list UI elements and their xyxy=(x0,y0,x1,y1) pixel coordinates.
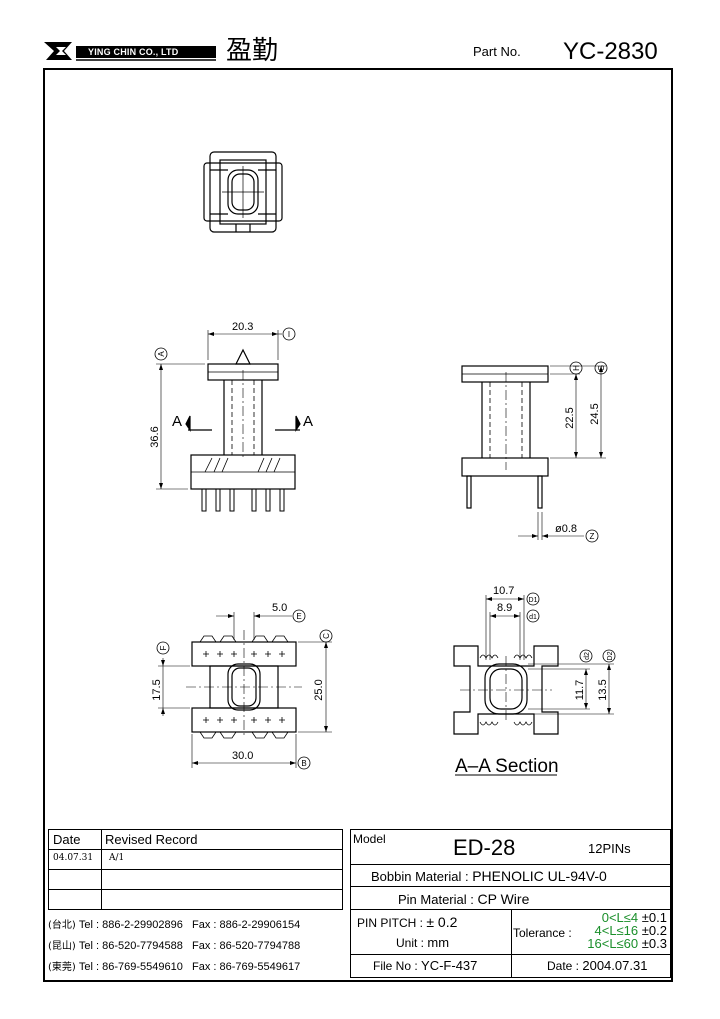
spec-block: Model ED-28 12PINs Bobbin Material : PHE… xyxy=(350,829,671,978)
callout-z: Z xyxy=(590,532,595,541)
unit-row: Unit : mm xyxy=(396,935,449,950)
tolerance-range: 0<L≤4 xyxy=(601,910,639,925)
bobbin-material-value: PHENOLIC UL-94V-0 xyxy=(472,868,607,884)
revision-row-date: 04.07.31 xyxy=(53,853,94,863)
date-value: 2004.07.31 xyxy=(582,958,648,973)
logo-mark-icon xyxy=(44,42,216,61)
contact-row: (昆山) Tel : 86-520-7794588 Fax : 86-520-7… xyxy=(48,937,300,952)
front-view xyxy=(154,327,301,512)
unit-label: Unit : xyxy=(396,936,425,950)
callout-D2: D2 xyxy=(607,651,614,660)
pin-material-value: CP Wire xyxy=(477,891,530,907)
tolerance-row: 4<L≤16 ±0.2 xyxy=(571,923,668,938)
revision-date-header: Date xyxy=(53,832,81,847)
callout-i: I xyxy=(288,330,290,339)
dim-24-5: 24.5 xyxy=(589,403,601,424)
section-title: A–A Section xyxy=(455,756,559,777)
dim-10-7: 10.7 xyxy=(493,585,514,597)
tolerance-label: Tolerance : xyxy=(513,926,572,940)
dim-13-5: 13.5 xyxy=(597,679,609,700)
pin-material-label: Pin Material : xyxy=(398,892,474,907)
dim-22-5: 22.5 xyxy=(564,407,576,428)
section-arrow-left-label: A xyxy=(172,413,182,430)
tolerance-value: ±0.1 xyxy=(641,910,667,925)
dim-5-0: 5.0 xyxy=(272,602,287,614)
dim-20-3: 20.3 xyxy=(232,321,253,333)
company-name-en: YING CHIN CO., LTD xyxy=(88,47,179,57)
pin-pitch-label: PIN PITCH : xyxy=(357,916,424,930)
tolerance-range: 4<L≤16 xyxy=(594,923,639,938)
model-label: Model xyxy=(353,832,386,846)
tolerance-table: 0<L≤4 ±0.1 4<L≤16 ±0.2 16<L≤60 ±0.3 xyxy=(571,911,667,950)
dim-11-7: 11.7 xyxy=(574,680,586,701)
callout-g: G xyxy=(597,365,606,371)
callout-h: H xyxy=(572,365,581,371)
callout-e: E xyxy=(296,612,301,621)
pin-count: 12PINs xyxy=(588,841,631,856)
section-arrow-right-label: A xyxy=(303,413,313,430)
tolerance-row: 0<L≤4 ±0.1 xyxy=(571,911,667,924)
contact-location: (台北) xyxy=(48,920,76,931)
pin-material-row: Pin Material : CP Wire xyxy=(398,891,529,907)
dim-pin-dia: ø0.8 xyxy=(555,523,577,535)
top-view xyxy=(203,151,283,233)
file-no-label: File No : xyxy=(373,959,418,973)
tolerance-value: ±0.2 xyxy=(641,923,667,938)
contact-row: (台北) Tel : 886-2-29902896 Fax : 886-2-29… xyxy=(48,916,300,931)
bobbin-material-label: Bobbin Material : xyxy=(371,869,469,884)
contact-fax: Fax : 886-2-29906154 xyxy=(192,919,301,931)
contact-location: (昆山) xyxy=(48,941,76,952)
side-view xyxy=(461,361,608,543)
dim-8-9: 8.9 xyxy=(497,602,512,614)
file-no-value: YC-F-437 xyxy=(421,958,478,973)
bottom-view xyxy=(156,609,333,770)
tolerance-row: 16<L≤60 ±0.3 xyxy=(571,937,667,950)
contact-fax: Fax : 86-769-5549617 xyxy=(192,961,301,973)
pin-pitch-row: PIN PITCH : ± 0.2 xyxy=(357,914,457,930)
callout-b: B xyxy=(301,759,306,768)
tolerance-range: 16<L≤60 xyxy=(587,936,639,951)
model-value: ED-28 xyxy=(453,835,516,860)
contact-tel: Tel : 86-520-7794588 xyxy=(78,940,183,952)
date-label: Date : xyxy=(547,959,580,973)
contact-tel: Tel : 886-2-29902896 xyxy=(78,919,183,931)
callout-d2: d2 xyxy=(584,652,591,660)
tolerance-value: ±0.3 xyxy=(641,936,667,951)
callout-d1: d1 xyxy=(529,614,537,621)
contact-fax: Fax : 86-520-7794788 xyxy=(192,940,301,952)
pin-pitch-value: ± 0.2 xyxy=(426,914,458,930)
company-name-cn: 盈勤 xyxy=(226,36,279,66)
date-row: Date : 2004.07.31 xyxy=(547,958,647,973)
section-view xyxy=(453,592,616,776)
revision-table: Date Revised Record 04.07.31 A/1 xyxy=(48,829,343,910)
unit-value: mm xyxy=(427,935,450,950)
contact-list: (台北) Tel : 886-2-29902896 Fax : 886-2-29… xyxy=(48,912,343,978)
revision-record-header: Revised Record xyxy=(105,832,198,847)
file-no-row: File No : YC-F-437 xyxy=(373,958,477,973)
callout-D1: D1 xyxy=(529,597,538,604)
drawing-frame xyxy=(43,68,673,982)
contact-row: (東莞) Tel : 86-769-5549610 Fax : 86-769-5… xyxy=(48,958,300,973)
dim-17-5: 17.5 xyxy=(151,679,163,700)
revision-row-record: A/1 xyxy=(109,853,125,863)
dim-36-6: 36.6 xyxy=(149,426,161,447)
contact-tel: Tel : 86-769-5549610 xyxy=(78,961,183,973)
bobbin-material-row: Bobbin Material : PHENOLIC UL-94V-0 xyxy=(371,868,607,884)
callout-f: F xyxy=(159,645,168,650)
callout-a: A xyxy=(157,351,166,357)
callout-c: C xyxy=(322,633,331,639)
dim-25-0: 25.0 xyxy=(313,679,325,700)
dim-30-0: 30.0 xyxy=(232,750,253,762)
part-no-label: Part No. xyxy=(473,44,521,59)
contact-location: (東莞) xyxy=(48,962,76,973)
company-logo: YING CHIN CO., LTD xyxy=(42,38,222,64)
part-no-value: YC-2830 xyxy=(563,38,658,65)
